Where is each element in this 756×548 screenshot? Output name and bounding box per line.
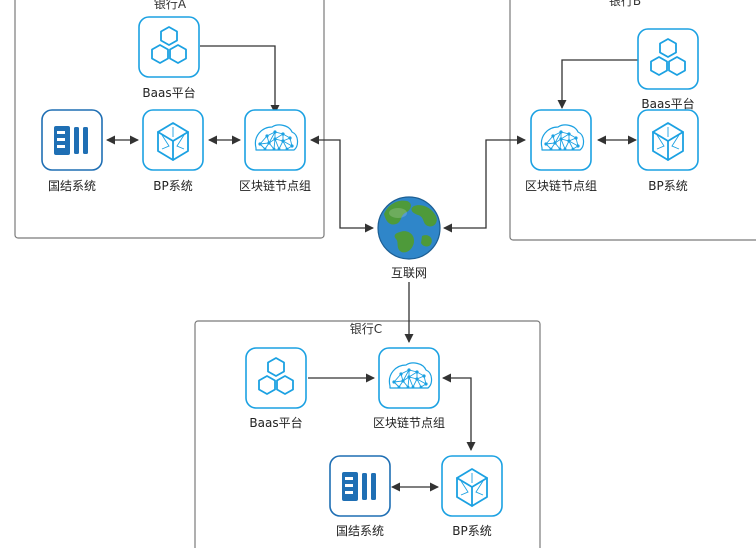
cube-icon [637,109,699,171]
edge-internet-b-chain [443,135,526,233]
node-b-baas: Baas平台 [637,28,699,111]
cube-icon [142,109,204,171]
cube-icon [441,455,503,517]
node-label: Baas平台 [641,96,694,111]
hexagon-cluster-icon [138,16,200,78]
node-label: Baas平台 [142,85,195,100]
node-label: 互联网 [391,266,427,280]
node-label: BP系统 [452,524,491,538]
hexagon-cluster-icon [245,347,307,409]
group-bank-a-box [14,0,325,239]
group-bank-c-box [194,320,541,548]
node-label: 国结系统 [336,524,384,538]
network-mesh-icon [244,109,306,171]
node-label: Baas平台 [249,415,302,430]
group-bank-c: 银行C [194,320,541,548]
node-label: BP系统 [153,179,192,193]
group-bank-c-title: 银行C [350,322,382,336]
node-a-chain: 区块链节点组 [239,109,311,193]
group-bank-a: 银行A [14,0,325,239]
node-a-bp: BP系统 [142,109,204,193]
group-bank-a-title: 银行A [154,0,187,11]
connectors [106,45,638,492]
group-bank-b-title: 银行B [609,0,641,8]
server-rack-icon [41,109,103,171]
edge-b-baas-to-b-chain [557,59,638,109]
node-c-bp: BP系统 [441,455,503,538]
edge-a-chain-internet [310,135,374,233]
node-a-baas: Baas平台 [138,16,200,100]
node-c-baas: Baas平台 [245,347,307,430]
node-a-settle: 国结系统 [41,109,103,193]
node-label: BP系统 [648,179,687,193]
network-mesh-icon [530,109,592,171]
node-b-chain: 区块链节点组 [525,109,597,193]
node-label: 区块链节点组 [525,178,597,193]
node-label: 区块链节点组 [373,415,445,430]
edge-a-baas-to-a-chain [200,45,280,114]
hexagon-cluster-icon [637,28,699,90]
node-internet: 互联网 [377,196,441,280]
network-mesh-icon [378,347,440,409]
node-label: 区块链节点组 [239,178,311,193]
server-rack-icon [329,455,391,517]
node-c-chain: 区块链节点组 [373,347,445,430]
globe-icon [377,196,441,260]
node-c-settle: 国结系统 [329,455,391,538]
node-b-bp: BP系统 [637,109,699,193]
group-bank-b: 银行B [509,0,756,241]
group-bank-b-box [509,0,756,241]
node-label: 国结系统 [48,179,96,193]
edge-c-chain-c-bp [442,373,476,451]
